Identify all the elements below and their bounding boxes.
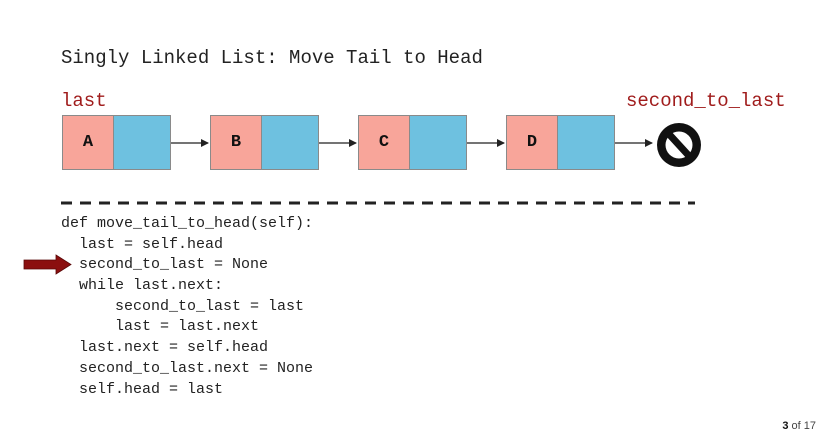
code-line: second_to_last = last <box>61 297 305 315</box>
node-value-cell: C <box>358 115 410 170</box>
code-line: second_to_last.next = None <box>61 359 314 377</box>
code-block: def move_tail_to_head(self): last = self… <box>61 214 313 400</box>
list-node-d: D <box>506 115 615 170</box>
pointer-label-last: last <box>61 90 107 112</box>
code-line-current: second_to_last = None <box>61 256 269 274</box>
page-separator: of <box>791 420 801 432</box>
code-line: while last.next: <box>61 277 224 295</box>
page-current: 3 <box>782 420 789 432</box>
page-indicator: 3 of 17 <box>782 420 816 432</box>
list-node-b: B <box>210 115 319 170</box>
node-value-cell: D <box>506 115 558 170</box>
node-next-cell <box>262 115 319 170</box>
node-next-cell <box>410 115 467 170</box>
pointer-label-second-to-last: second_to_last <box>626 90 786 112</box>
code-line: last.next = self.head <box>61 339 269 357</box>
page-total: 17 <box>803 420 816 432</box>
current-line-arrow-icon <box>23 254 72 275</box>
list-node-a: A <box>62 115 171 170</box>
code-line: last = last.next <box>61 318 260 336</box>
null-icon <box>657 123 701 167</box>
code-line: last = self.head <box>61 235 224 253</box>
code-line: self.head = last <box>61 380 224 398</box>
slide-title: Singly Linked List: Move Tail to Head <box>61 47 483 69</box>
list-node-c: C <box>358 115 467 170</box>
node-value-cell: B <box>210 115 262 170</box>
node-next-cell <box>114 115 171 170</box>
node-value-cell: A <box>62 115 114 170</box>
node-next-cell <box>558 115 615 170</box>
code-line: def move_tail_to_head(self): <box>61 215 314 232</box>
